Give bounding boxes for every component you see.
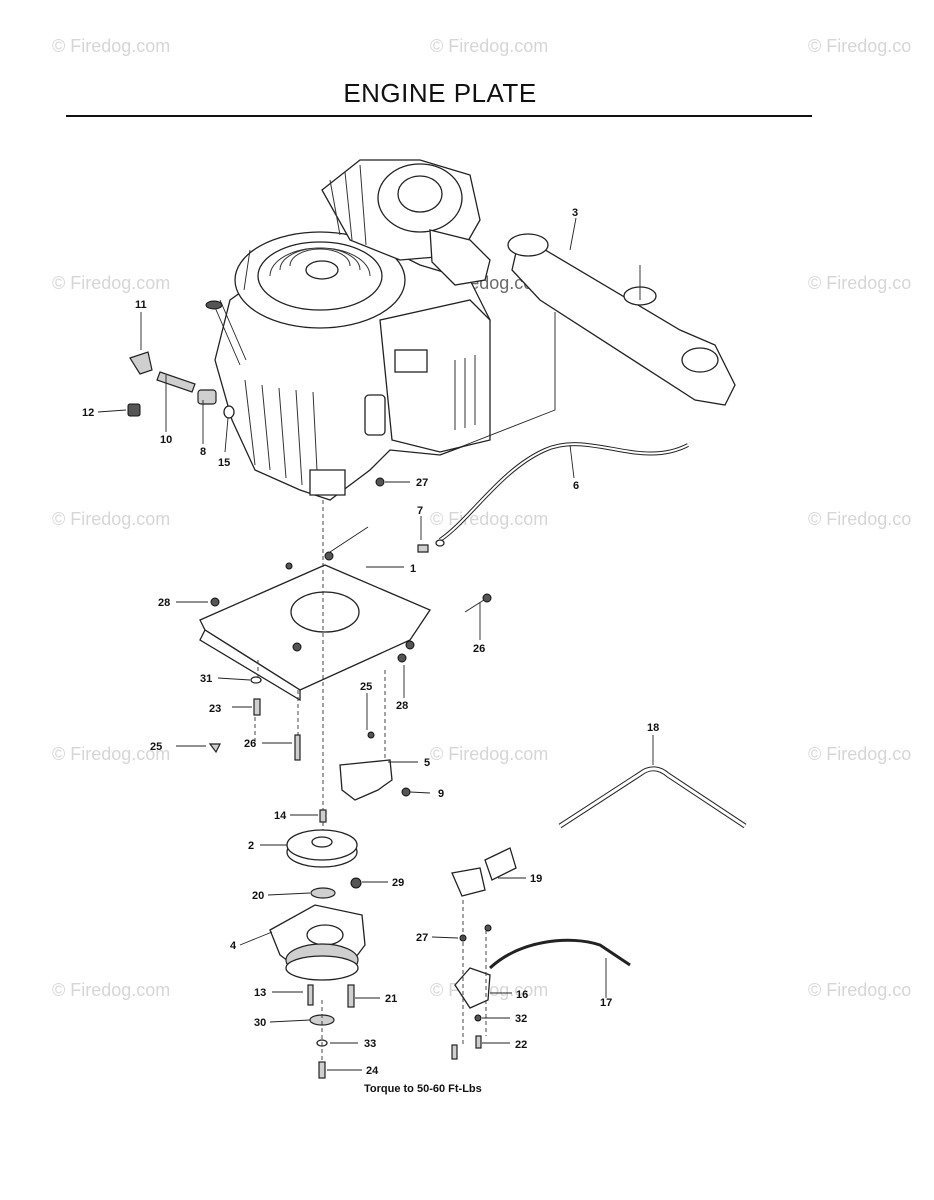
callout-24: 24 bbox=[366, 1065, 379, 1077]
callout-28: 28 bbox=[158, 597, 170, 609]
callout-12: 12 bbox=[82, 407, 94, 419]
callout-5: 5 bbox=[424, 757, 430, 769]
callout-32: 32 bbox=[515, 1013, 527, 1025]
callout-10: 10 bbox=[160, 434, 172, 446]
callout-8: 8 bbox=[200, 446, 206, 458]
callout-14: 14 bbox=[274, 810, 287, 822]
watermark: © Firedog.co bbox=[808, 36, 912, 56]
fuel-line-part-6 bbox=[435, 442, 689, 547]
callout-15: 15 bbox=[218, 457, 230, 469]
watermark: © Firedog.co bbox=[808, 744, 912, 764]
callout-22: 22 bbox=[515, 1039, 527, 1051]
watermark: © Firedog.com bbox=[52, 509, 171, 529]
callout-26: 26 bbox=[244, 738, 256, 750]
callout-28: 28 bbox=[396, 700, 408, 712]
muffler-part-3 bbox=[439, 233, 736, 456]
leader-lines bbox=[97, 217, 654, 1071]
callout-23: 23 bbox=[209, 703, 221, 715]
callout-20: 20 bbox=[252, 890, 264, 902]
engine-plate-part-1 bbox=[199, 526, 492, 702]
callout-33: 33 bbox=[364, 1038, 376, 1050]
callout-13: 13 bbox=[254, 987, 266, 999]
callout-27: 27 bbox=[416, 477, 428, 489]
callout-25: 25 bbox=[360, 681, 372, 693]
watermark: © Firedog.co bbox=[808, 980, 912, 1000]
callout-2: 2 bbox=[248, 840, 254, 852]
watermark: © Firedog.co bbox=[808, 273, 912, 293]
callout-21: 21 bbox=[385, 993, 397, 1005]
watermark: © Firedog.com bbox=[52, 980, 171, 1000]
watermark: © Firedog.com bbox=[52, 273, 171, 293]
watermark: © Firedog.com bbox=[52, 744, 171, 764]
electrical-assembly bbox=[451, 766, 747, 1060]
callout-31: 31 bbox=[200, 673, 212, 685]
callout-6: 6 bbox=[573, 480, 579, 492]
callout-17: 17 bbox=[600, 997, 612, 1009]
watermark: © Firedog.co bbox=[808, 509, 912, 529]
callout-7: 7 bbox=[417, 505, 423, 517]
watermark: © Firedog.com bbox=[430, 744, 549, 764]
callout-25: 25 bbox=[150, 741, 162, 753]
clutch-assembly bbox=[269, 829, 366, 1079]
callout-19: 19 bbox=[530, 873, 542, 885]
callout-1: 1 bbox=[410, 563, 416, 575]
callout-labels: 1 2 3 4 5 6 7 8 9 10 11 12 13 14 15 16 1… bbox=[82, 207, 659, 1095]
callout-16: 16 bbox=[516, 989, 528, 1001]
callout-30: 30 bbox=[254, 1017, 266, 1029]
callout-4: 4 bbox=[230, 940, 237, 952]
oil-drain-assembly bbox=[127, 351, 235, 419]
watermark: © Firedog.com bbox=[52, 36, 171, 56]
engine-illustration bbox=[205, 159, 491, 501]
callout-26: 26 bbox=[473, 643, 485, 655]
page-title: ENGINE PLATE bbox=[343, 78, 537, 108]
title-rule bbox=[66, 115, 812, 117]
callout-18: 18 bbox=[647, 722, 659, 734]
callout-3: 3 bbox=[572, 207, 578, 219]
callout-29: 29 bbox=[392, 877, 404, 889]
hardware-bolts bbox=[208, 477, 429, 823]
callout-27: 27 bbox=[416, 932, 428, 944]
torque-note: Torque to 50-60 Ft-Lbs bbox=[364, 1083, 482, 1095]
callout-9: 9 bbox=[438, 788, 444, 800]
callout-11: 11 bbox=[135, 299, 147, 311]
watermark: © Firedog.com bbox=[430, 36, 549, 56]
